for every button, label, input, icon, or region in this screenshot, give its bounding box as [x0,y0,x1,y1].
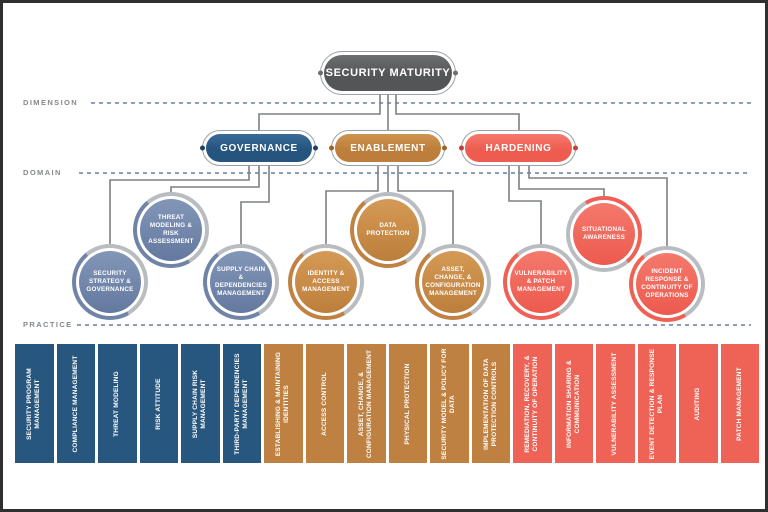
practice-bar: REMEDIATION, RECOVERY, & CONTINUITY OF O… [513,344,552,463]
practice-axis-label: PRACTICE [23,320,73,329]
practice-bar-label: ESTABLISHING & MAINTAINING IDENTITIES [274,351,291,456]
practice-bar: ACCESS CONTROL [305,344,344,463]
domain-pill-hardening-label: HARDENING [465,134,572,162]
practice-bar-label: INFORMATION SHARING & COMMUNICATION [565,359,581,448]
circle-label: IDENTITY & ACCESS MANAGEMENT [295,251,357,313]
circle-asset-change-configuration: ASSET, CHANGE, & CONFIGURATION MANAGEMEN… [415,244,491,320]
practice-bar: INFORMATION SHARING & COMMUNICATION [554,344,593,463]
practice-bar-label: THREAT MODELING [113,370,121,437]
practice-bar-label: ASSET, CHANGE, & CONFIGURATION MANAGEMEN… [357,349,374,458]
connector-lines [109,95,668,247]
circle-identity-access-management: IDENTITY & ACCESS MANAGEMENT [288,244,364,320]
practice-bar: RISK ATTITUDE [139,344,178,463]
practice-bar: PHYSICAL PROTECTION [388,344,427,463]
domain-pill-enablement: ENABLEMENT [331,130,445,166]
circle-label: INCIDENT RESPONSE & CONTINUITY OF OPERAT… [636,253,698,315]
domain-pill-governance-label: GOVERNANCE [206,134,312,162]
practice-bar-label: SUPPLY CHAIN RISK MANAGEMENT [191,369,208,438]
circle-vulnerability-patch-management: VULNERABILITY & PATCH MANAGEMENT [503,244,579,320]
practice-bar: ASSET, CHANGE, & CONFIGURATION MANAGEMEN… [347,344,386,463]
practice-bar-label: VULNERABILITY ASSESSMENT [611,351,619,456]
dimension-axis-label: DIMENSION [23,98,79,107]
practice-bar: COMPLIANCE MANAGEMENT [56,344,95,463]
domain-dashed-line [79,172,751,174]
practice-bar: EVENT DETECTION & RESPONSE PLAN [637,344,676,463]
circle-label: SECURITY STRATEGY & GOVERNANCE [79,251,141,313]
dimension-dashed-line [91,102,751,104]
domain-pill-governance: GOVERNANCE [202,130,316,166]
practice-bar: SECURITY MODEL & POLICY FOR DATA [430,344,469,463]
circle-label: VULNERABILITY & PATCH MANAGEMENT [510,251,572,313]
circle-supply-chain-dependencies: SUPPLY CHAIN & DEPENDENCIES MANAGEMENT [203,244,279,320]
circle-security-strategy-governance: SECURITY STRATEGY & GOVERNANCE [72,244,148,320]
circle-incident-response-continuity: INCIDENT RESPONSE & CONTINUITY OF OPERAT… [629,246,705,322]
practice-bar-label: PHYSICAL PROTECTION [403,363,411,444]
practice-bars-row: SECURITY PROGRAM MANAGEMENT COMPLIANCE M… [15,344,759,463]
root-node-label: SECURITY MATURITY [324,55,452,91]
practice-bar-label: IMPLEMENTATION OF DATA PROTECTION CONTRO… [482,357,498,450]
practice-bar: SUPPLY CHAIN RISK MANAGEMENT [181,344,220,463]
circle-threat-modeling-risk-assessment: THREAT MODELING & RISK ASSESSMENT [133,192,209,268]
circle-label: ASSET, CHANGE, & CONFIGURATION MANAGEMEN… [422,251,484,313]
circle-situational-awareness: SITUATIONAL AWARENESS [566,196,642,272]
domain-pill-enablement-label: ENABLEMENT [335,134,441,162]
practice-bar: PATCH MANAGEMENT [720,344,759,463]
practice-bar-label: EVENT DETECTION & RESPONSE PLAN [648,348,664,459]
practice-bar-label: SECURITY PROGRAM MANAGEMENT [25,367,42,440]
practice-bar-label: ACCESS CONTROL [320,371,328,436]
practice-bar-label: REMEDIATION, RECOVERY, & CONTINUITY OF O… [523,354,540,453]
root-node-security-maturity: SECURITY MATURITY [320,51,456,95]
practice-bar-label: THIRD-PARTY DEPENDENCIES MANAGEMENT [233,352,249,455]
domain-pill-hardening: HARDENING [461,130,576,166]
circle-label: SITUATIONAL AWARENESS [573,203,635,265]
practice-bar: THIRD-PARTY DEPENDENCIES MANAGEMENT [222,344,261,463]
circle-label: SUPPLY CHAIN & DEPENDENCIES MANAGEMENT [210,251,272,313]
practice-bar-label: AUDITING [694,387,702,421]
practice-bar: SECURITY PROGRAM MANAGEMENT [15,344,54,463]
practice-bar-label: PATCH MANAGEMENT [735,366,743,441]
practice-bar-label: RISK ATTITUDE [154,377,162,430]
practice-bar: VULNERABILITY ASSESSMENT [596,344,635,463]
practice-bar: THREAT MODELING [98,344,137,463]
practice-bar: IMPLEMENTATION OF DATA PROTECTION CONTRO… [471,344,510,463]
circle-label: THREAT MODELING & RISK ASSESSMENT [140,199,202,261]
circle-data-protection: DATA PROTECTION [350,192,426,268]
circle-label: DATA PROTECTION [357,199,419,261]
domain-axis-label: DOMAIN [23,168,62,177]
practice-bar-label: COMPLIANCE MANAGEMENT [71,355,79,453]
practice-dashed-line [77,324,751,326]
practice-bar: ESTABLISHING & MAINTAINING IDENTITIES [264,344,303,463]
practice-bar: AUDITING [679,344,718,463]
practice-bar-label: SECURITY MODEL & POLICY FOR DATA [440,347,457,460]
